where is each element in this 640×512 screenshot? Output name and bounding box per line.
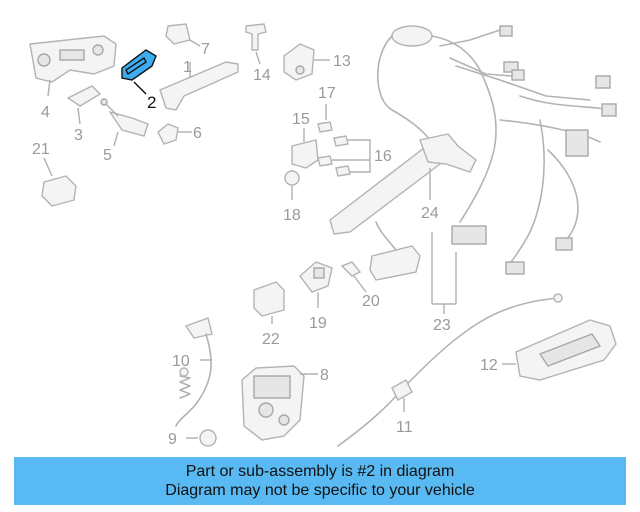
part-14-bolt bbox=[245, 23, 267, 65]
part-6-grommet bbox=[157, 123, 192, 145]
part-9-clip bbox=[186, 429, 217, 447]
callout-6: 6 bbox=[193, 125, 202, 142]
callout-11: 11 bbox=[396, 419, 413, 436]
part-17-screw bbox=[317, 104, 333, 133]
callout-16: 16 bbox=[374, 148, 392, 165]
part-spring bbox=[179, 367, 191, 399]
part-18-plug bbox=[284, 170, 300, 200]
part-13-striker bbox=[283, 43, 330, 81]
callout-19: 19 bbox=[309, 315, 327, 332]
part-11-cable bbox=[337, 293, 563, 447]
part-23-brackets bbox=[431, 232, 457, 314]
part-7-cap bbox=[165, 23, 201, 47]
part-10-rod bbox=[175, 317, 213, 427]
callout-12: 12 bbox=[480, 357, 498, 374]
callout-5: 5 bbox=[103, 147, 112, 164]
part-3-trim-plate bbox=[66, 85, 102, 125]
callout-23: 23 bbox=[433, 317, 451, 334]
callout-21: 21 bbox=[32, 141, 50, 158]
part-19-check-strap bbox=[299, 261, 333, 308]
callout-13: 13 bbox=[333, 53, 351, 70]
callout-17: 17 bbox=[318, 85, 336, 102]
part-wiring-harness bbox=[376, 25, 617, 275]
callout-24: 24 bbox=[421, 205, 439, 222]
callout-10: 10 bbox=[172, 353, 190, 370]
part-8-lock-latch bbox=[241, 365, 318, 441]
parts-diagram: 4 7 2 1 3 5 6 21 bbox=[29, 23, 617, 448]
info-banner: Part or sub-assembly is #2 in diagram Di… bbox=[14, 457, 626, 505]
part-12-inner-handle bbox=[502, 319, 617, 381]
callout-15: 15 bbox=[292, 111, 310, 128]
banner-line-1: Part or sub-assembly is #2 in diagram bbox=[185, 463, 455, 480]
callout-18: 18 bbox=[283, 207, 301, 224]
part-21-clip bbox=[41, 157, 77, 207]
callout-4: 4 bbox=[41, 104, 50, 121]
part-22-stopper bbox=[253, 281, 285, 324]
callout-3: 3 bbox=[74, 127, 83, 144]
callout-14: 14 bbox=[253, 67, 271, 84]
callout-20: 20 bbox=[362, 293, 380, 310]
part-4-handle-carrier bbox=[29, 35, 117, 97]
callout-2: 2 bbox=[147, 93, 156, 112]
part-24-control-module bbox=[329, 133, 477, 235]
banner-line-2: Diagram may not be specific to your vehi… bbox=[165, 482, 475, 499]
part-2-handle-cap-highlighted bbox=[121, 49, 157, 95]
part-connector bbox=[369, 221, 421, 281]
callout-9: 9 bbox=[168, 431, 177, 448]
part-1-outer-handle bbox=[159, 61, 239, 111]
callout-7: 7 bbox=[201, 41, 210, 58]
part-5-lock-cylinder bbox=[100, 98, 149, 147]
part-20-bolt bbox=[340, 261, 367, 293]
part-15-hinge-bracket bbox=[291, 128, 319, 169]
part-16-screws bbox=[317, 135, 371, 177]
callout-22: 22 bbox=[262, 331, 280, 348]
callout-1: 1 bbox=[183, 59, 192, 76]
callout-8: 8 bbox=[320, 367, 329, 384]
